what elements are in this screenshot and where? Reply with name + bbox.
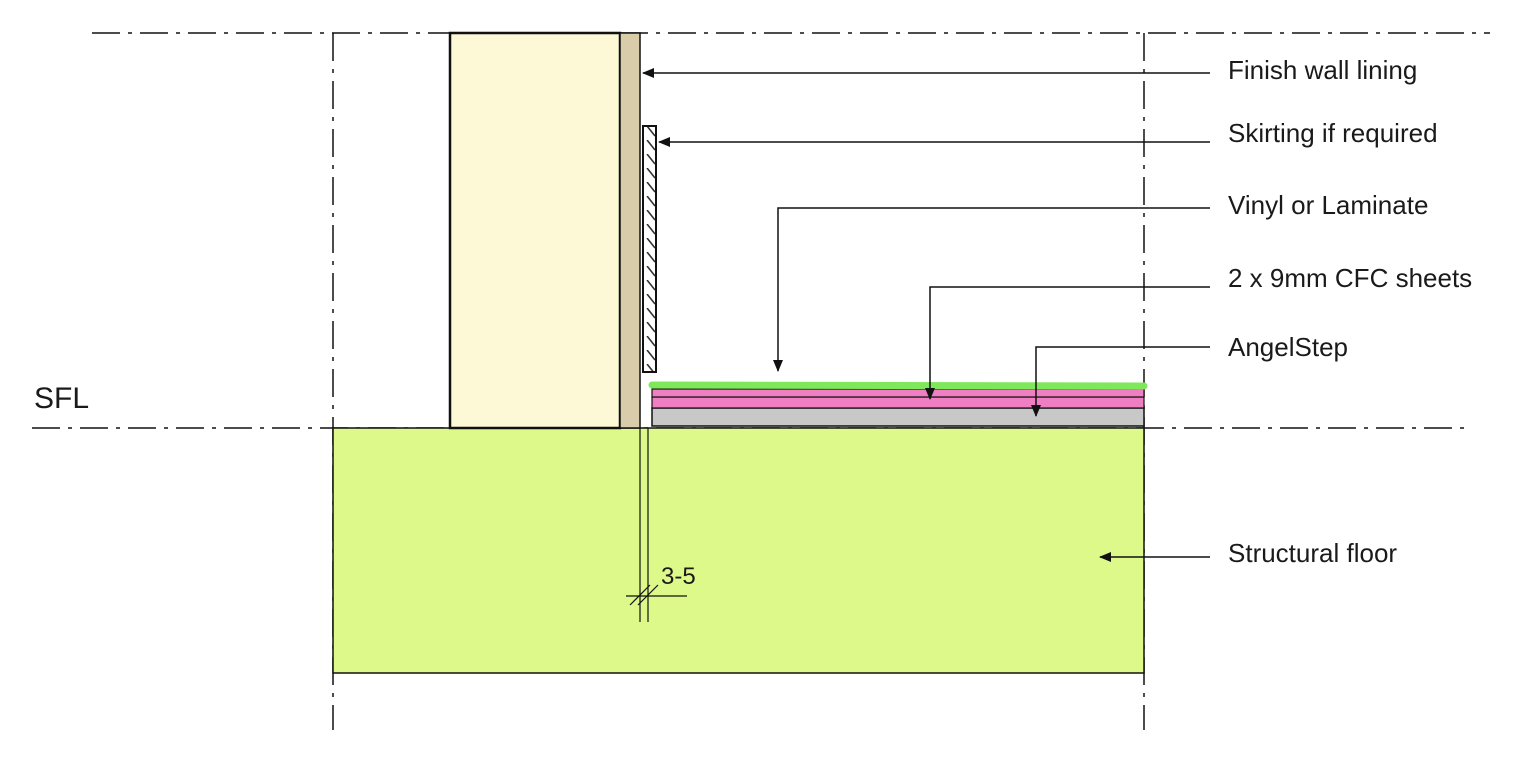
cfc-sheet-upper [651, 388, 1145, 398]
gap-dimension-label: 3-5 [661, 563, 696, 590]
gap-tick-left [629, 584, 651, 606]
vinyl-layer [648, 381, 1148, 390]
leader-vinyl [773, 207, 1210, 372]
label-skirting: Skirting if required [1228, 118, 1438, 148]
leader-angelstep [1031, 346, 1210, 417]
label-vinyl: Vinyl or Laminate [1228, 190, 1428, 220]
label-sfl: SFL [34, 382, 89, 415]
label-structural-floor: Structural floor [1228, 538, 1397, 568]
label-finish-wall-lining: Finish wall lining [1228, 55, 1417, 85]
leader-cfc [925, 286, 1210, 400]
angelstep-layer [651, 407, 1145, 427]
label-cfc-sheets: 2 x 9mm CFC sheets [1228, 263, 1472, 293]
wall-block [448, 31, 622, 430]
skirting-board [642, 125, 657, 373]
gap-tick-right [637, 584, 659, 606]
label-angelstep: AngelStep [1228, 332, 1348, 362]
structural-floor-slab [332, 427, 1145, 674]
finish-wall-lining [619, 32, 641, 429]
cfc-sheet-lower [651, 396, 1145, 409]
